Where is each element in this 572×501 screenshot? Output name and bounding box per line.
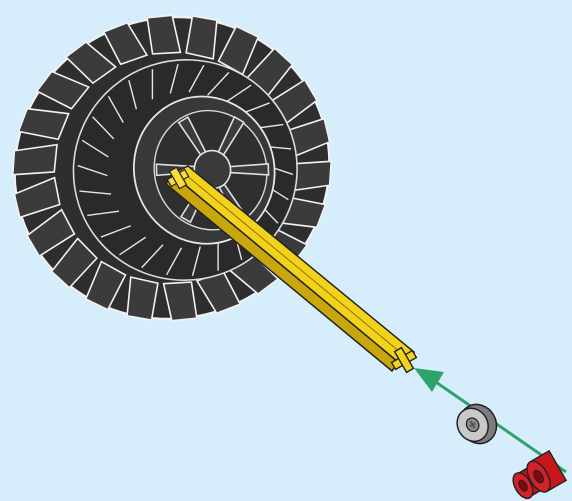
bush bbox=[451, 398, 504, 452]
red-pin-connector bbox=[508, 451, 567, 501]
